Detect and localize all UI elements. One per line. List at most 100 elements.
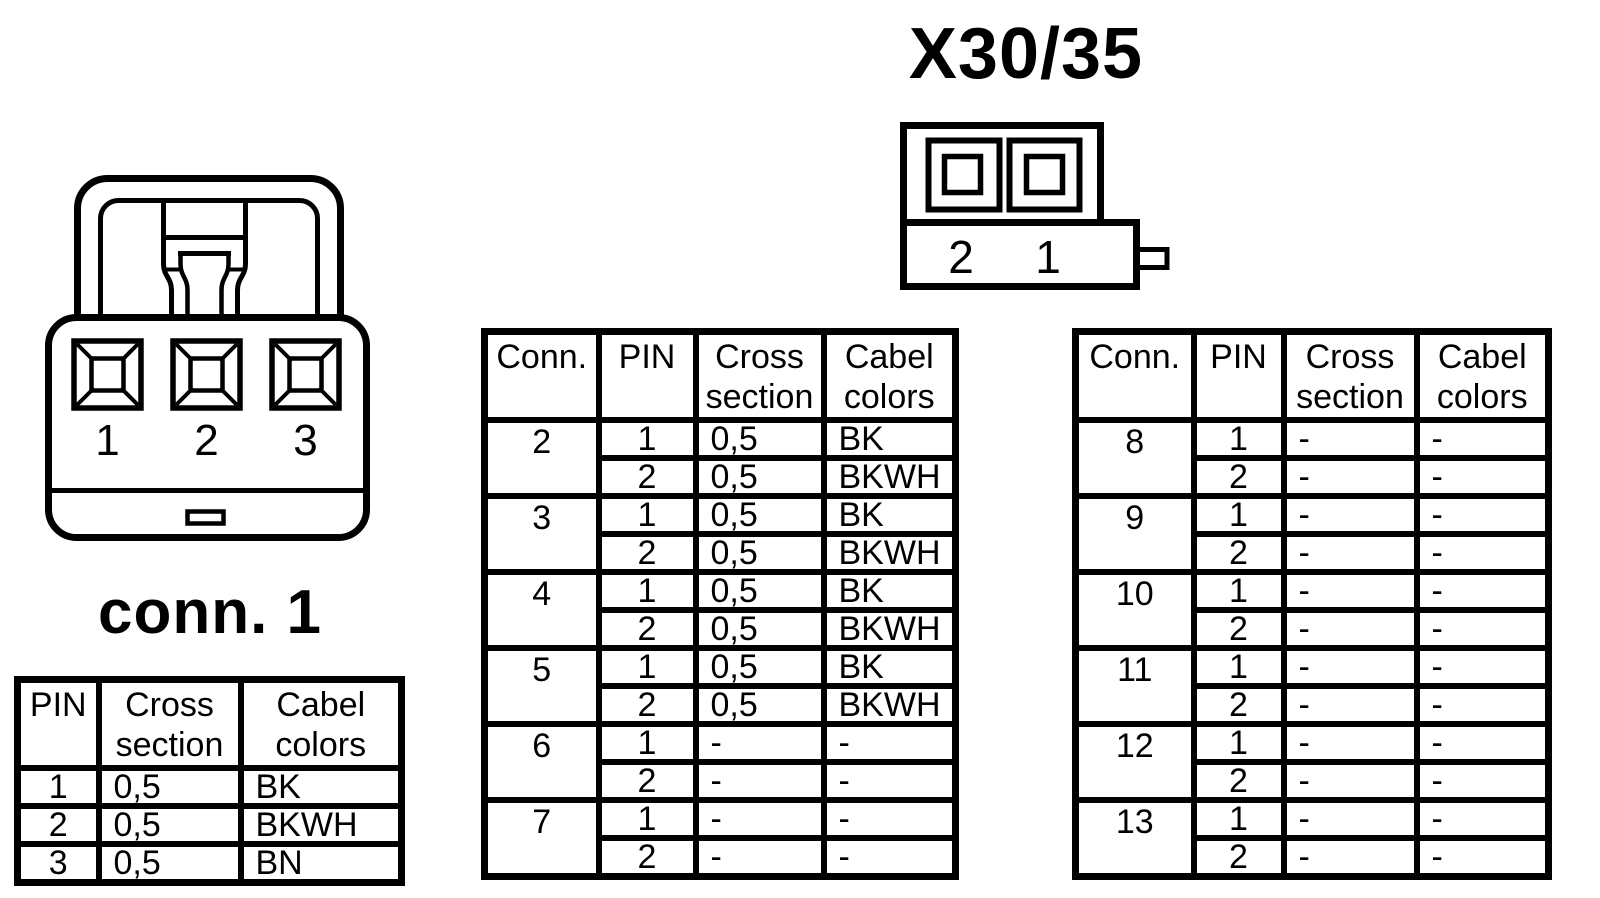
pin-cell: 1 bbox=[1190, 645, 1287, 689]
cable-colors-cell: BKWH bbox=[820, 607, 959, 651]
cross-section-cell: 0,5 bbox=[95, 841, 244, 886]
connector-1-diagram: 1 2 3 bbox=[45, 175, 370, 541]
col-header-conn: Conn. bbox=[481, 328, 602, 423]
cable-colors-cell: - bbox=[820, 797, 959, 841]
cross-section-cell: - bbox=[1280, 607, 1420, 651]
cable-colors-cell: - bbox=[1413, 683, 1552, 727]
pin-cell: 2 bbox=[1190, 607, 1287, 651]
pin-cell: 1 bbox=[1190, 493, 1287, 537]
cable-colors-cell: - bbox=[1413, 569, 1552, 613]
conn-cell: 3 bbox=[481, 493, 602, 575]
x30-pin-2-label: 2 bbox=[948, 231, 974, 283]
cable-colors-cell: BKWH bbox=[820, 531, 959, 575]
cross-section-cell: - bbox=[1280, 531, 1420, 575]
pin-2-cavity bbox=[170, 338, 243, 411]
cable-colors-cell: - bbox=[1413, 835, 1552, 880]
cross-section-cell: - bbox=[692, 835, 827, 880]
pin-row: 2-- bbox=[1076, 607, 1552, 651]
cable-colors-cell: BK bbox=[820, 493, 959, 537]
cross-section-cell: - bbox=[1280, 721, 1420, 765]
pin-row: 2-- bbox=[485, 759, 959, 803]
pin-cell: 1 bbox=[1190, 721, 1287, 765]
pin-row: 2-- bbox=[1076, 683, 1552, 727]
conn-cell: 11 bbox=[1072, 645, 1197, 727]
cable-colors-cell: BK bbox=[820, 569, 959, 613]
header-row: Conn. PIN Cross section Cabel colors bbox=[1072, 328, 1552, 423]
header-row: PIN Cross section Cabel colors bbox=[14, 676, 405, 771]
cable-colors-cell: - bbox=[820, 721, 959, 765]
pin-row: 2-- bbox=[1076, 531, 1552, 575]
pin-cell: 1 bbox=[595, 417, 699, 461]
cable-colors-cell: - bbox=[1413, 721, 1552, 765]
x30-housing-top bbox=[900, 122, 1104, 226]
cross-section-cell: - bbox=[1280, 417, 1420, 461]
cable-colors-cell: - bbox=[1413, 493, 1552, 537]
pin-cell: 2 bbox=[1190, 759, 1287, 803]
pin-row: 2-- bbox=[1076, 835, 1552, 880]
col-header-conn: Conn. bbox=[1072, 328, 1197, 423]
conn-cell: 5 bbox=[481, 645, 602, 727]
cross-section-cell: 0,5 bbox=[692, 607, 827, 651]
conn-cell: 7 bbox=[481, 797, 602, 880]
col-header-cross-section: Cross section bbox=[692, 328, 827, 423]
pin-cell: 2 bbox=[1190, 455, 1287, 499]
x30-housing-base bbox=[900, 219, 1140, 290]
cable-colors-cell: BKWH bbox=[820, 683, 959, 727]
pin-1-cavity bbox=[71, 338, 144, 411]
col-header-cable-colors: Cabel colors bbox=[237, 676, 405, 771]
col-header-cable-colors: Cabel colors bbox=[820, 328, 959, 423]
pin-cell: 1 bbox=[14, 765, 102, 809]
cable-colors-cell: BKWH bbox=[237, 803, 405, 847]
pin-cell: 2 bbox=[595, 835, 699, 880]
cable-colors-cell: BKWH bbox=[820, 455, 959, 499]
cable-colors-cell: - bbox=[1413, 759, 1552, 803]
pin-cell: 2 bbox=[1190, 683, 1287, 727]
col-header-cable-colors: Cabel colors bbox=[1413, 328, 1552, 423]
cross-section-cell: - bbox=[1280, 835, 1420, 880]
conn-cell: 2 bbox=[481, 417, 602, 499]
pin-2-label: 2 bbox=[194, 416, 218, 465]
pin-cell: 2 bbox=[14, 803, 102, 847]
pin-cell: 2 bbox=[1190, 531, 1287, 575]
cross-section-cell: - bbox=[1280, 455, 1420, 499]
latch-tongue bbox=[161, 203, 248, 320]
key-slot bbox=[185, 509, 226, 526]
pin-cell: 1 bbox=[595, 645, 699, 689]
cross-section-cell: 0,5 bbox=[692, 569, 827, 613]
conn-cell: 12 bbox=[1072, 721, 1197, 803]
conn-cell: 4 bbox=[481, 569, 602, 651]
cable-colors-cell: - bbox=[1413, 797, 1552, 841]
x30-mount-tab bbox=[1134, 247, 1170, 270]
conn-cell: 8 bbox=[1072, 417, 1197, 499]
cable-colors-cell: - bbox=[1413, 531, 1552, 575]
col-header-pin: PIN bbox=[14, 676, 102, 771]
pin-cell: 2 bbox=[595, 683, 699, 727]
pin-row: 2-- bbox=[1076, 455, 1552, 499]
cable-colors-cell: - bbox=[1413, 645, 1552, 689]
pin-row: 2-- bbox=[1076, 759, 1552, 803]
pin-cell: 2 bbox=[595, 759, 699, 803]
pin-cell: 2 bbox=[595, 455, 699, 499]
connector-1-title: conn. 1 bbox=[97, 578, 323, 647]
page-title-x30-35: X30/35 bbox=[908, 14, 1144, 94]
cross-section-cell: - bbox=[1280, 645, 1420, 689]
cross-section-cell: 0,5 bbox=[692, 645, 827, 689]
pin-cell: 3 bbox=[14, 841, 102, 886]
conn-cell: 10 bbox=[1072, 569, 1197, 651]
cross-section-cell: - bbox=[1280, 797, 1420, 841]
cross-section-cell: - bbox=[1280, 493, 1420, 537]
cable-colors-cell: - bbox=[1413, 417, 1552, 461]
pin-cell: 1 bbox=[595, 721, 699, 765]
pin-cell: 1 bbox=[595, 569, 699, 613]
